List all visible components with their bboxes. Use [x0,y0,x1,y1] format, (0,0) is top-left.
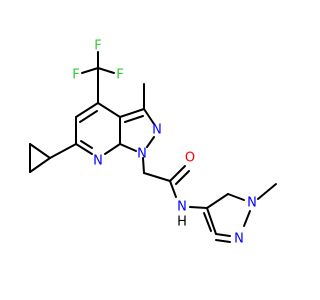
bond-c3a-c3 [119,108,145,118]
atom-f-top: F [94,39,101,54]
bond-carbonyl-o [169,165,186,182]
bond-c6-cyclopropyl [49,143,77,159]
atom-h: H [177,215,187,230]
bond-cf3-f-left [81,67,99,74]
bond-ch2-carbonyl [143,172,171,182]
bond-pz-n2-c3-double [215,239,231,243]
bond-n1-c7a [119,143,137,152]
bond-pz-n1-methyl [257,183,277,200]
bond-n1-ch2 [142,157,145,174]
atom-pz-n1: N [247,196,257,211]
bond-carbonyl-o-double [175,170,190,185]
bond-pz-n2-c3 [215,233,231,237]
bond-c3a-c4 [97,102,121,118]
bond-pz-c3-c4 [206,207,217,235]
bond-pz-c3-c4-double [203,212,212,232]
molecule-structure: F F F N N N O N H N N [29,39,277,247]
atom-f-right: F [116,68,123,83]
atom-nh: N [177,200,187,215]
bond-pz-n1-n2 [243,210,251,227]
atom-labels: F F F N N N O N H N N [72,39,257,247]
bond-pz-c5-n1 [227,193,245,201]
atom-n1: N [137,147,147,162]
atom-pz-n2: N [234,232,244,247]
bond-cyclopropyl-c [29,157,51,173]
atom-o: O [185,151,195,166]
bond-nh-pyrazole [189,206,208,209]
bond-c4-c5 [75,102,99,118]
bond-c6-n7-double [80,140,93,149]
bond-pz-c4-c5 [206,193,229,209]
bond-c6-n7 [75,143,93,155]
atom-n-pyridine: N [93,154,103,169]
bond-cyclopropyl-a [29,143,51,159]
bonds [29,51,277,243]
bond-carbonyl-nh [169,180,177,198]
atom-n2: N [152,123,162,138]
bond-cf3-f-right [97,67,115,74]
bond-c4-c5-double [79,110,98,123]
bond-c3-n2 [143,108,155,125]
bond-n2-n1 [146,136,155,148]
bond-n7-c7a [104,143,121,155]
atom-f-left: F [72,68,79,83]
bond-c3a-c3-double [124,115,144,123]
